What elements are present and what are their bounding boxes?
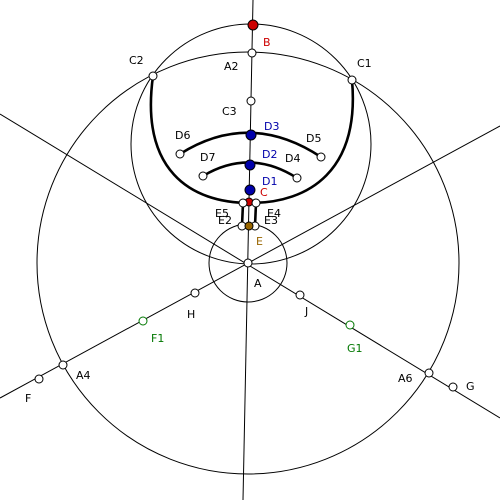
label-g: G (466, 380, 475, 393)
label-c3: C3 (222, 105, 237, 118)
point-c2[interactable] (148, 71, 158, 81)
point-a4[interactable] (58, 360, 68, 370)
point-e5[interactable] (238, 198, 248, 208)
label-d7: D7 (200, 151, 215, 164)
label-a: A (254, 277, 262, 290)
point-d2[interactable] (244, 159, 256, 171)
label-a6: A6 (398, 372, 413, 385)
label-c: C (260, 186, 268, 199)
label-c2: C2 (129, 54, 144, 67)
point-j[interactable] (295, 290, 305, 300)
label-e3: E3 (264, 214, 278, 227)
labels: B A2 C2 C1 C3 D3 D6 D5 D7 D2 D4 D1 C E5 … (25, 36, 475, 405)
point-d5[interactable] (316, 152, 326, 162)
label-e4: E4 (267, 207, 281, 220)
label-c1: C1 (357, 57, 372, 70)
point-a[interactable] (243, 258, 253, 268)
point-d7[interactable] (198, 171, 208, 181)
point-a2[interactable] (247, 48, 257, 58)
label-e: E (256, 235, 263, 248)
label-e2: E2 (218, 214, 232, 227)
point-d6[interactable] (175, 149, 185, 159)
label-e5: E5 (215, 207, 229, 220)
label-d1: D1 (262, 175, 277, 188)
point-f[interactable] (34, 374, 44, 384)
point-g1[interactable] (345, 320, 355, 330)
label-h: H (187, 308, 195, 321)
label-d2: D2 (262, 148, 277, 161)
point-b[interactable] (247, 19, 259, 31)
point-c1[interactable] (347, 75, 357, 85)
label-f1: F1 (151, 332, 164, 345)
point-e4[interactable] (251, 198, 261, 208)
vertical-line[interactable] (242, 0, 254, 500)
point-d1[interactable] (244, 184, 256, 196)
point-h[interactable] (190, 288, 200, 298)
label-f: F (25, 392, 31, 405)
point-g[interactable] (448, 382, 458, 392)
label-j: J (304, 305, 308, 318)
points (34, 19, 458, 392)
label-a2: A2 (224, 60, 239, 73)
label-d6: D6 (175, 129, 190, 142)
label-g1: G1 (347, 342, 363, 355)
point-f1[interactable] (138, 316, 148, 326)
label-a4: A4 (76, 369, 91, 382)
label-d5: D5 (306, 132, 321, 145)
point-d3[interactable] (245, 129, 257, 141)
label-d4: D4 (285, 152, 300, 165)
point-c3[interactable] (246, 96, 256, 106)
point-a6[interactable] (424, 368, 434, 378)
label-b: B (263, 36, 271, 49)
point-e[interactable] (244, 221, 254, 231)
label-d3: D3 (264, 120, 279, 133)
point-d4[interactable] (292, 173, 302, 183)
